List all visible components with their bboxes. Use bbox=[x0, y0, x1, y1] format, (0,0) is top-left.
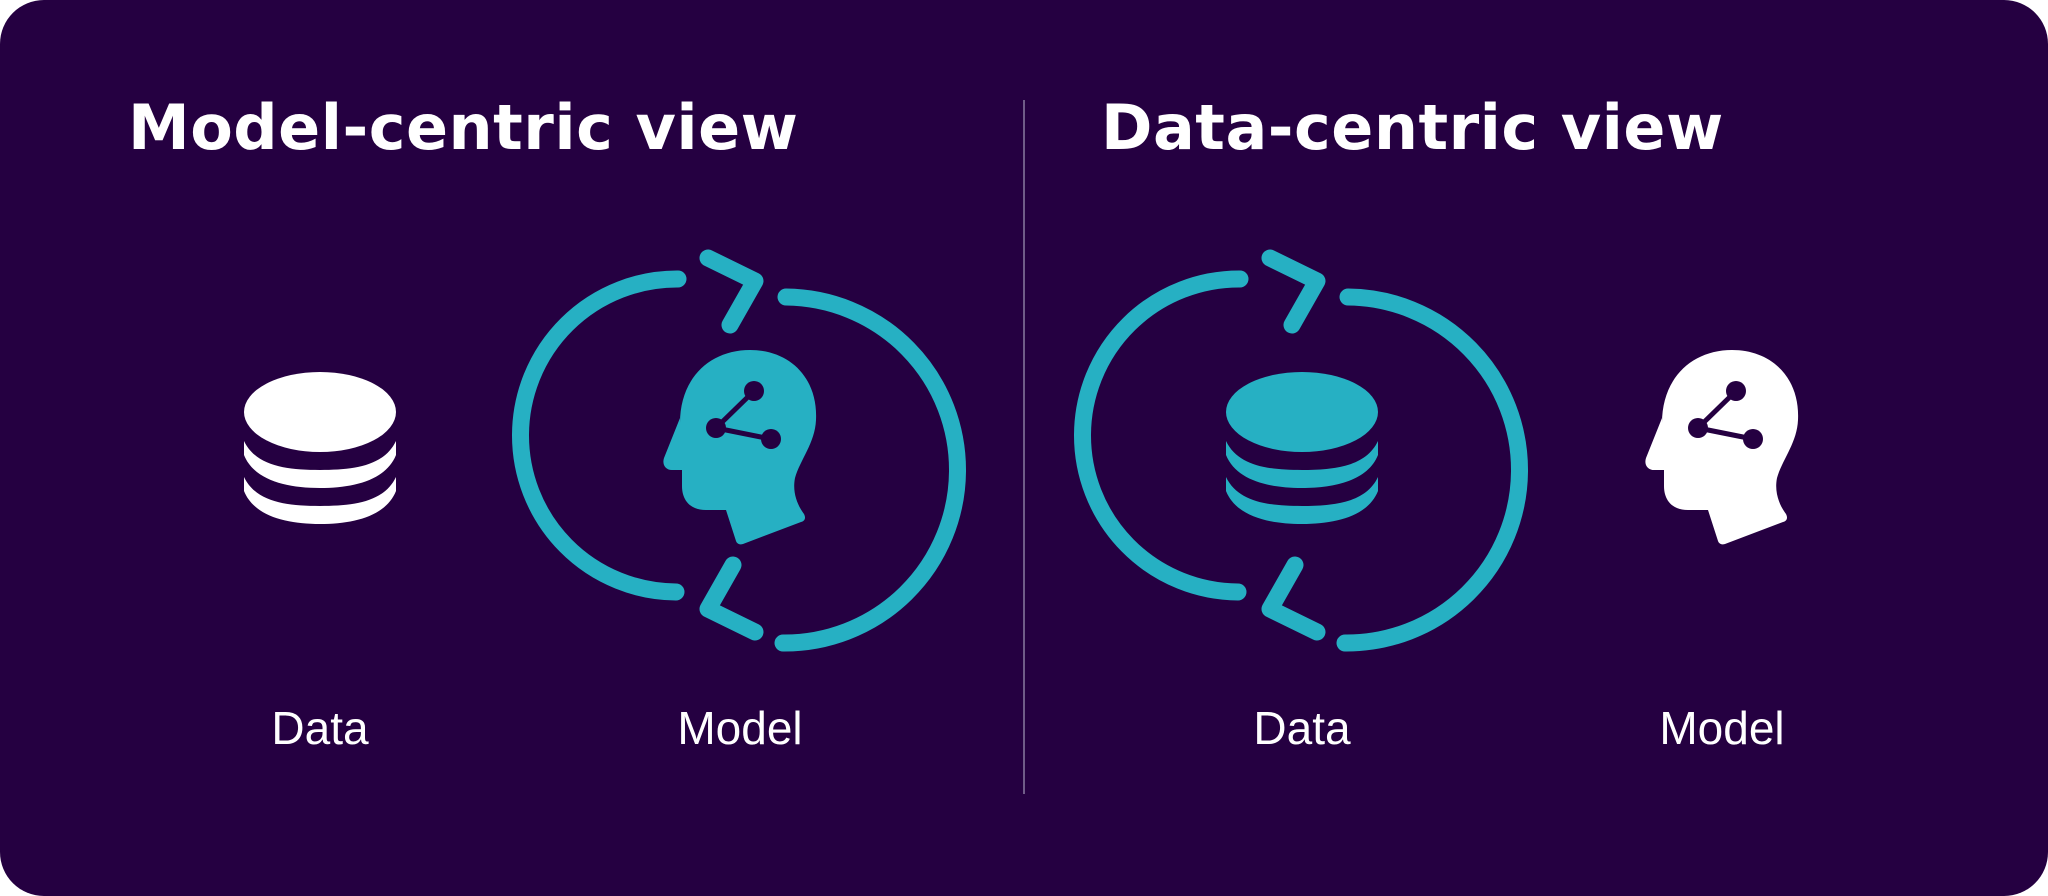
left-panel-title: Model-centric view bbox=[128, 91, 799, 164]
left-database-icon bbox=[244, 372, 396, 524]
right-data-label: Data bbox=[1253, 702, 1351, 754]
left-model-icon bbox=[663, 350, 817, 545]
left-cycle-icon bbox=[512, 249, 966, 652]
right-database-icon bbox=[1226, 372, 1378, 524]
right-panel-title: Data-centric view bbox=[1101, 91, 1724, 164]
left-model-label: Model bbox=[677, 702, 803, 754]
right-cycle-icon bbox=[1074, 249, 1528, 652]
right-model-icon bbox=[1645, 350, 1799, 545]
panel-divider bbox=[1023, 100, 1025, 794]
right-model-label: Model bbox=[1659, 702, 1785, 754]
left-data-label: Data bbox=[271, 702, 369, 754]
